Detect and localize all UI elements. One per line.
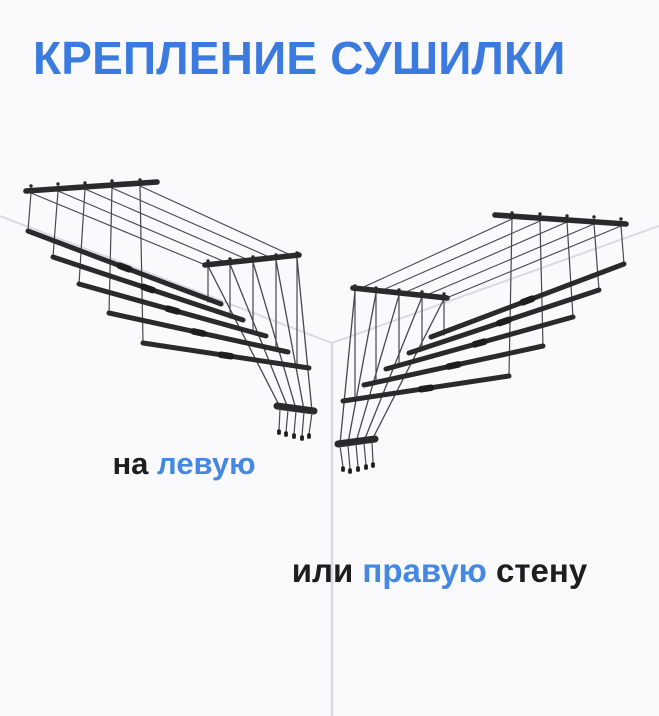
caption-left-wall: на левую bbox=[78, 410, 256, 518]
wall-corner-lines bbox=[0, 215, 659, 716]
right-rack-illustration bbox=[334, 211, 629, 474]
page-title: КРЕПЛЕНИЕ СУШИЛКИ bbox=[33, 31, 566, 84]
left-rack-illustration bbox=[23, 178, 318, 441]
caption-left-prefix: на bbox=[112, 446, 158, 481]
caption-right-highlight: правую bbox=[362, 552, 487, 589]
caption-right-prefix: или bbox=[291, 552, 363, 589]
caption-right-wall: или правую стену bbox=[255, 514, 588, 628]
caption-left-highlight: левую bbox=[157, 446, 256, 481]
caption-right-suffix: стену bbox=[486, 552, 588, 589]
